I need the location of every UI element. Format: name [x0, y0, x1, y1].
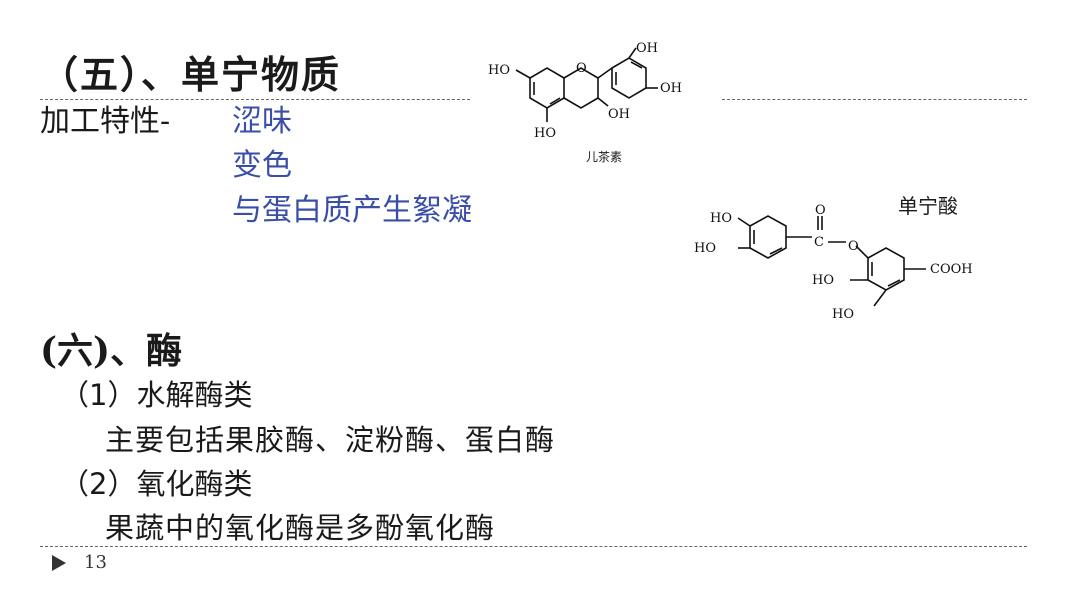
- hydrolase-heading: （1）水解酶类: [60, 378, 253, 412]
- footer-divider: [40, 546, 1027, 547]
- property-discoloration: 变色: [232, 148, 292, 183]
- catechin-ho-bottom: HO: [534, 126, 556, 141]
- tannic-acid-label: 单宁酸: [898, 194, 958, 218]
- tannic-ho-2: HO: [694, 241, 716, 256]
- tannic-ho-4: HO: [832, 307, 854, 322]
- tannic-carbonyl-c: C: [814, 235, 824, 250]
- oxidase-detail: 果蔬中的氧化酶是多酚氧化酶: [105, 511, 496, 545]
- tannic-carbonyl-o: O: [815, 203, 826, 218]
- catechin-oh-top: OH: [636, 41, 658, 56]
- oxidase-heading: （2）氧化酶类: [60, 467, 253, 501]
- property-label: 加工特性-: [40, 104, 171, 139]
- catechin-label: 儿茶素: [586, 150, 623, 164]
- tannic-ho-3: HO: [812, 273, 834, 288]
- catechin-ho-left: HO: [488, 63, 510, 78]
- tannic-cooh: COOH: [930, 262, 973, 277]
- play-arrow-icon: [52, 555, 66, 571]
- page-number: 13: [84, 552, 107, 573]
- property-astringency: 涩味: [232, 104, 292, 139]
- tannic-ho-1: HO: [710, 211, 732, 226]
- section6-title: (六)、酶: [40, 330, 183, 372]
- section5-title: （五）、单宁物质: [40, 52, 342, 97]
- catechin-ring-o: O: [576, 61, 587, 76]
- catechin-oh-right: OH: [660, 81, 682, 96]
- tannic-acid-structure: HO HO O C O HO COOH HO: [694, 203, 973, 322]
- title-divider-left: [40, 99, 470, 100]
- catechin-oh-mid: OH: [608, 107, 630, 122]
- title-divider-right: [722, 99, 1027, 100]
- catechin-structure: HO OH OH OH HO O: [488, 41, 682, 141]
- tannic-ester-o: O: [848, 239, 859, 254]
- property-flocculation: 与蛋白质产生絮凝: [232, 193, 472, 228]
- hydrolase-detail: 主要包括果胶酶、淀粉酶、蛋白酶: [105, 423, 556, 457]
